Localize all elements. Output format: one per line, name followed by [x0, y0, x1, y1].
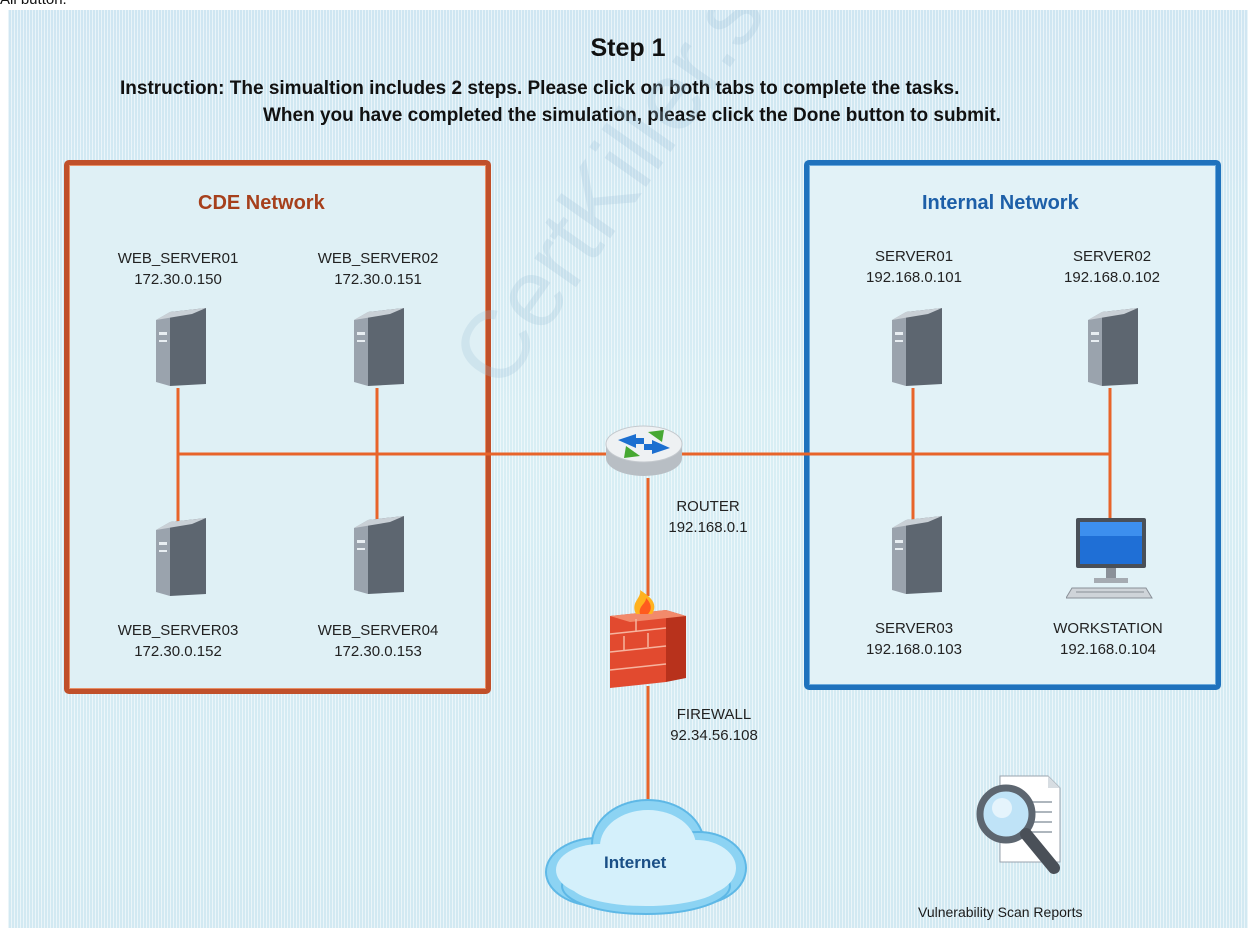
router-label[interactable]: ROUTER 192.168.0.1	[664, 496, 752, 538]
server01-name: SERVER01	[874, 248, 954, 265]
firewall-name: FIREWALL	[676, 706, 752, 723]
network-links: CertKiller.s	[176, 10, 1112, 802]
web-server02-label[interactable]: WEB_SERVER02 172.30.0.151	[300, 248, 456, 290]
internet-cloud-icon[interactable]	[538, 788, 754, 920]
server01-label[interactable]: SERVER01 192.168.0.101	[850, 246, 978, 288]
cde-network-title: CDE Network	[198, 192, 325, 214]
cde-network-zone	[64, 160, 491, 694]
web-server02-ip: 172.30.0.151	[334, 271, 422, 288]
instruction-line-2: When you have completed the simulation, …	[263, 105, 1001, 126]
router-name: ROUTER	[676, 498, 740, 515]
step-title: Step 1	[590, 34, 666, 62]
router-ip: 192.168.0.1	[668, 519, 748, 536]
workstation-ip: 192.168.0.104	[1060, 641, 1156, 658]
workstation-label[interactable]: WORKSTATION 192.168.0.104	[1032, 618, 1184, 660]
web-server03-name: WEB_SERVER03	[117, 622, 239, 639]
watermark: CertKiller.s	[431, 10, 785, 405]
web-server03-icon[interactable]	[148, 518, 212, 600]
internal-network-title: Internal Network	[922, 192, 1079, 214]
server01-icon[interactable]	[884, 308, 948, 390]
cropped-header-text: All button.	[0, 0, 67, 8]
server01-ip: 192.168.0.101	[866, 269, 962, 286]
web-server04-name: WEB_SERVER04	[317, 622, 439, 639]
web-server03-label[interactable]: WEB_SERVER03 172.30.0.152	[104, 620, 252, 662]
router-icon[interactable]	[604, 422, 684, 480]
firewall-icon[interactable]	[606, 590, 692, 690]
server02-name: SERVER02	[1072, 248, 1152, 265]
firewall-ip: 92.34.56.108	[670, 727, 758, 744]
server02-icon[interactable]	[1080, 308, 1144, 390]
server03-ip: 192.168.0.103	[866, 641, 962, 658]
server03-label[interactable]: SERVER03 192.168.0.103	[850, 618, 978, 660]
internet-label: Internet	[604, 853, 667, 872]
web-server04-ip: 172.30.0.153	[334, 643, 422, 660]
vulnerability-scan-reports-icon[interactable]	[968, 772, 1068, 878]
server02-ip: 192.168.0.102	[1064, 269, 1160, 286]
firewall-label[interactable]: FIREWALL 92.34.56.108	[662, 704, 766, 746]
server03-icon[interactable]	[884, 516, 948, 598]
instruction-line-1: Instruction: The simualtion includes 2 s…	[120, 78, 960, 99]
web-server02-icon[interactable]	[346, 308, 410, 390]
web-server04-icon[interactable]	[346, 516, 410, 598]
web-server01-icon[interactable]	[148, 308, 212, 390]
web-server01-label[interactable]: WEB_SERVER01 172.30.0.150	[104, 248, 252, 290]
workstation-icon[interactable]	[1066, 516, 1154, 602]
vulnerability-scan-reports-label[interactable]: Vulnerability Scan Reports	[918, 904, 1083, 920]
simulation-screen: Step 1 Instruction: The simualtion inclu…	[8, 10, 1248, 928]
web-server04-label[interactable]: WEB_SERVER04 172.30.0.153	[300, 620, 456, 662]
web-server03-ip: 172.30.0.152	[134, 643, 222, 660]
server02-label[interactable]: SERVER02 192.168.0.102	[1048, 246, 1176, 288]
internal-network-zone	[804, 160, 1221, 690]
workstation-name: WORKSTATION	[1053, 620, 1163, 637]
server03-name: SERVER03	[874, 620, 954, 637]
web-server02-name: WEB_SERVER02	[317, 250, 439, 267]
web-server01-ip: 172.30.0.150	[134, 271, 222, 288]
web-server01-name: WEB_SERVER01	[117, 250, 239, 267]
